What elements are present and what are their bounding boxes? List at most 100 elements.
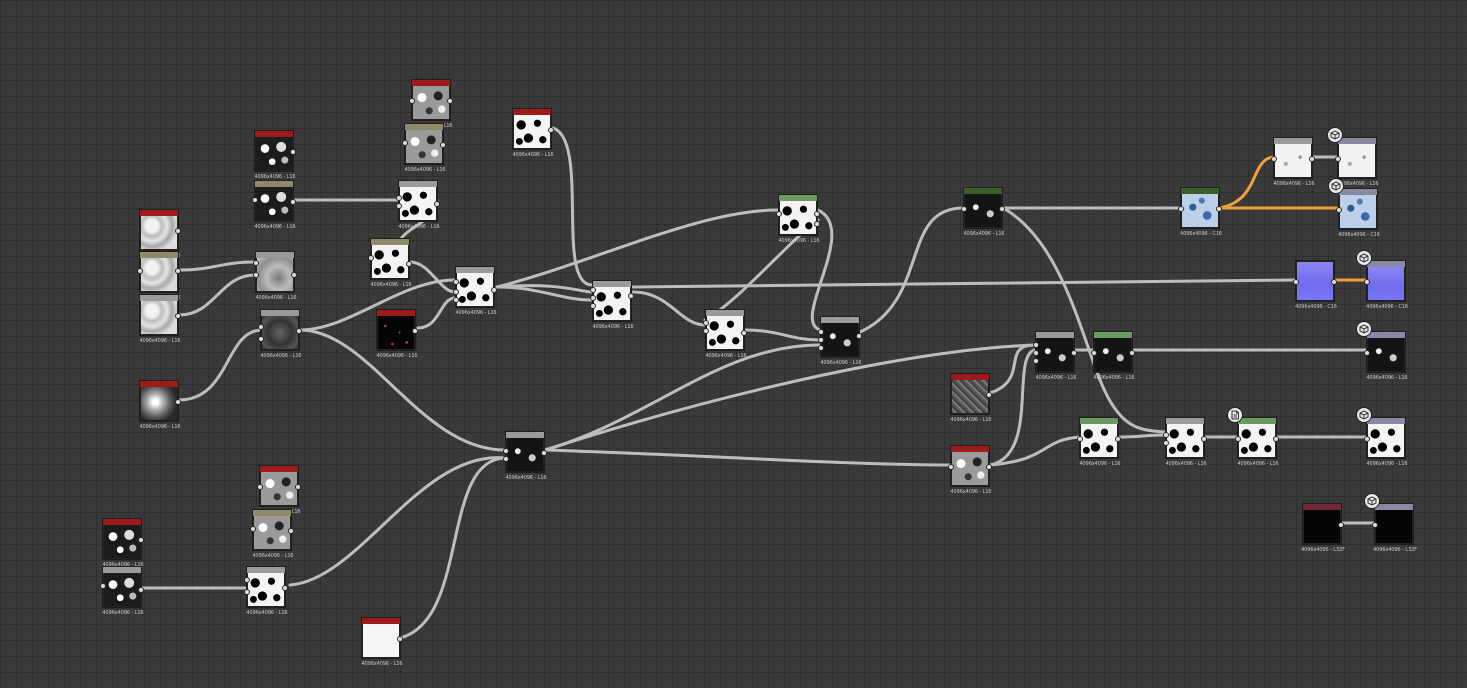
output-port[interactable] xyxy=(541,450,547,456)
input-port[interactable] xyxy=(257,484,263,490)
output-port[interactable] xyxy=(397,636,403,642)
graph-node[interactable]: 4096x4096 - L16 xyxy=(250,509,294,559)
input-port[interactable] xyxy=(1033,358,1039,364)
graph-node[interactable]: 4096x4096 - L16 xyxy=(1335,137,1379,187)
input-port[interactable] xyxy=(258,324,264,330)
graph-node[interactable]: 4096x4096 - L16 xyxy=(1091,331,1135,381)
graph-node[interactable]: 4096x4096 - L16 xyxy=(252,180,296,230)
input-port[interactable] xyxy=(1372,522,1378,528)
input-port[interactable] xyxy=(453,297,459,303)
graph-node[interactable]: 4096x4096 - L16 xyxy=(948,445,992,495)
input-port[interactable] xyxy=(1364,279,1370,285)
output-port[interactable] xyxy=(440,142,446,148)
graph-node[interactable]: 4096x4096 - L16 xyxy=(1364,331,1408,381)
graph-node[interactable]: 4096x4096 - C16 xyxy=(1178,187,1222,237)
input-port[interactable] xyxy=(1336,207,1342,213)
output-port[interactable] xyxy=(741,330,747,336)
output-port[interactable] xyxy=(175,399,181,405)
graph-node[interactable]: 4096x4096 - L16 xyxy=(590,280,634,330)
graph-node[interactable]: 4096x4096 - L16 xyxy=(1077,417,1121,467)
graph-node[interactable]: 4096x4096 - L16 xyxy=(376,309,418,359)
output-port[interactable] xyxy=(291,272,297,278)
input-port[interactable] xyxy=(1033,342,1039,348)
graph-node[interactable]: 4096x4096 - L16 xyxy=(950,373,992,423)
graph-node[interactable]: 4096x4096 - L16 xyxy=(1163,417,1207,467)
graph-node[interactable]: 4096x4096 - L16 xyxy=(139,209,181,259)
output-port[interactable] xyxy=(282,585,288,591)
graph-node[interactable]: 4096x4096 - C16 xyxy=(1364,260,1408,310)
graph-node[interactable]: 4096x4096 - C16 xyxy=(1336,188,1380,238)
output-port[interactable] xyxy=(290,199,296,205)
output-port[interactable] xyxy=(175,268,181,274)
output-port[interactable] xyxy=(447,98,453,104)
graph-node[interactable]: 4096x4096 - L16 xyxy=(396,180,440,230)
output-port[interactable] xyxy=(295,484,301,490)
input-port[interactable] xyxy=(368,255,374,261)
input-port[interactable] xyxy=(948,464,954,470)
graph-node[interactable]: 4096x4096 - L16 xyxy=(503,431,547,481)
output-port[interactable] xyxy=(814,221,820,227)
input-port[interactable] xyxy=(776,211,782,217)
input-port[interactable] xyxy=(402,140,408,146)
output-port[interactable] xyxy=(1338,522,1344,528)
output-port[interactable] xyxy=(175,313,181,319)
output-port[interactable] xyxy=(1309,156,1315,162)
input-port[interactable] xyxy=(1271,156,1277,162)
graph-node[interactable]: 4096x4096 - L16 xyxy=(1271,137,1315,187)
input-port[interactable] xyxy=(703,320,709,326)
output-port[interactable] xyxy=(548,127,554,133)
graph-node[interactable]: 4096x4096 - L16 xyxy=(102,518,144,568)
output-port[interactable] xyxy=(1115,436,1121,442)
graph-node[interactable]: 4096x4096 - L16 xyxy=(253,251,297,301)
input-port[interactable] xyxy=(1364,350,1370,356)
output-port[interactable] xyxy=(986,392,992,398)
graph-node[interactable]: 4096x4096 - L16 xyxy=(961,187,1005,237)
output-port[interactable] xyxy=(1216,206,1222,212)
input-port[interactable] xyxy=(252,197,258,203)
input-port[interactable] xyxy=(244,577,250,583)
output-port[interactable] xyxy=(1201,436,1207,442)
input-port[interactable] xyxy=(253,260,259,266)
graph-node[interactable]: 4096x4096 - L16 xyxy=(818,316,862,366)
output-port[interactable] xyxy=(412,328,418,334)
graph-node[interactable]: 4096x4096 - L16 xyxy=(137,251,181,301)
input-port[interactable] xyxy=(818,345,824,351)
graph-node[interactable]: 4096x4096 - L16 xyxy=(258,309,302,359)
graph-node[interactable]: 4096x4096 - L16 xyxy=(368,238,412,288)
graph-node[interactable]: 4096x4096 - L16 xyxy=(453,266,497,316)
input-port[interactable] xyxy=(137,268,143,274)
graph-node[interactable]: 4096x4096 - L16 xyxy=(1033,331,1077,381)
output-port[interactable] xyxy=(628,293,634,299)
graph-node[interactable]: 4096x4096 - L16 xyxy=(257,465,301,515)
input-port[interactable] xyxy=(100,583,106,589)
input-port[interactable] xyxy=(503,448,509,454)
graph-node[interactable]: 4096x4096 - L16 xyxy=(703,309,747,359)
input-port[interactable] xyxy=(590,287,596,293)
output-port[interactable] xyxy=(814,211,820,217)
input-port[interactable] xyxy=(590,295,596,301)
input-port[interactable] xyxy=(1091,350,1097,356)
output-port[interactable] xyxy=(138,587,144,593)
graph-node[interactable]: 4096x4096 - L16 xyxy=(776,194,820,244)
input-port[interactable] xyxy=(503,456,509,462)
input-port[interactable] xyxy=(253,272,259,278)
input-port[interactable] xyxy=(1293,279,1299,285)
input-port[interactable] xyxy=(244,589,250,595)
input-port[interactable] xyxy=(818,337,824,343)
input-port[interactable] xyxy=(453,279,459,285)
output-port[interactable] xyxy=(175,228,181,234)
graph-node[interactable]: 4096x4096 - L16 xyxy=(512,108,554,158)
input-port[interactable] xyxy=(453,289,459,295)
output-port[interactable] xyxy=(1129,350,1135,356)
graph-node[interactable]: 4096x4096 - L16 xyxy=(402,123,446,173)
output-port[interactable] xyxy=(1273,436,1279,442)
output-port[interactable] xyxy=(138,537,144,543)
input-port[interactable] xyxy=(1163,440,1169,446)
input-port[interactable] xyxy=(818,329,824,335)
output-port[interactable] xyxy=(1331,279,1337,285)
graph-node[interactable]: 4096x4096 - L16 xyxy=(100,566,144,616)
output-port[interactable] xyxy=(296,328,302,334)
output-port[interactable] xyxy=(986,464,992,470)
output-port[interactable] xyxy=(1071,350,1077,356)
